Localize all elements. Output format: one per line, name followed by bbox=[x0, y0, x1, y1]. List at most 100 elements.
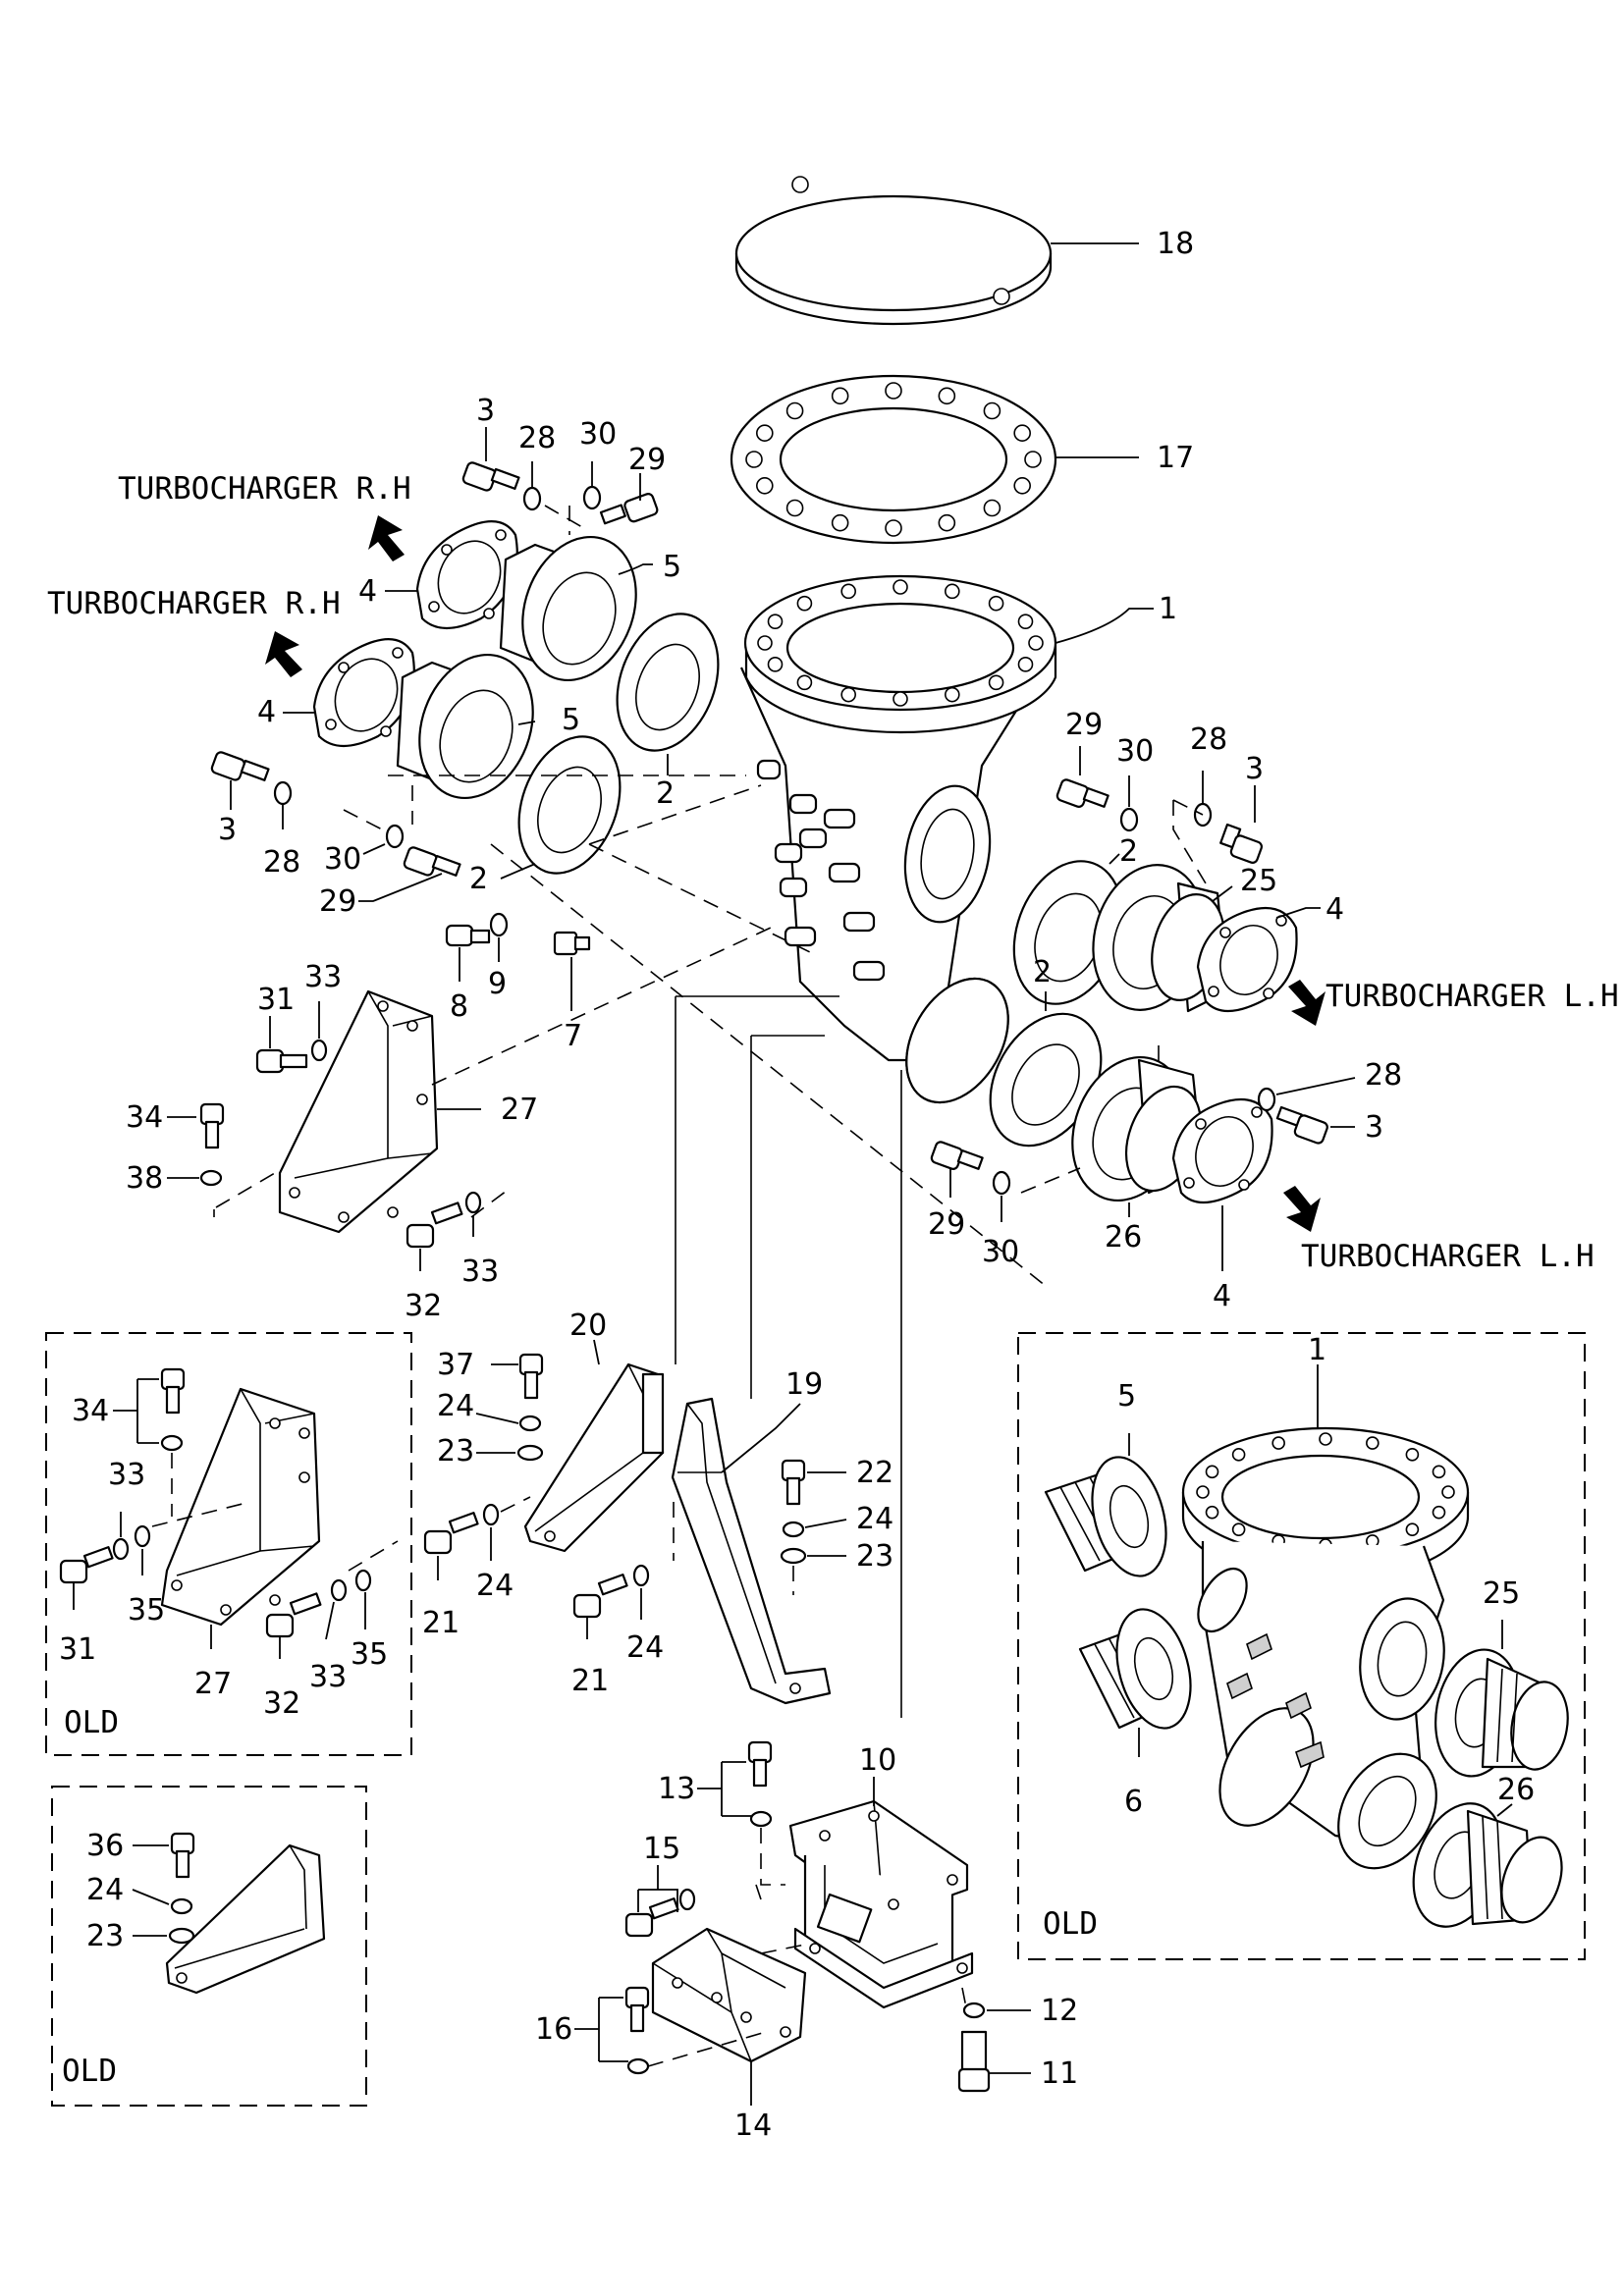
old-flange-bolt-hole bbox=[1231, 1448, 1246, 1462]
callout-33-b: 33 bbox=[461, 1255, 499, 1289]
old-flange-bolt-hole bbox=[1405, 1448, 1420, 1462]
flange-bolt-hole bbox=[945, 583, 960, 600]
bracket-19 bbox=[671, 1397, 832, 1705]
callout-2-a: 2 bbox=[656, 776, 675, 811]
gasket-bolt-hole bbox=[885, 382, 902, 400]
support-10 bbox=[788, 1799, 974, 2009]
washer-23-b bbox=[516, 1444, 544, 1462]
bolt-3-upper-lh bbox=[1219, 823, 1264, 864]
old-washer-35 bbox=[134, 1524, 151, 1548]
bolt-37 bbox=[518, 1353, 544, 1400]
bolt-32 bbox=[406, 1201, 463, 1249]
gasket-ring bbox=[730, 374, 1057, 545]
callout-34-b: 34 bbox=[72, 1394, 109, 1428]
washer-28-lower-lh bbox=[1257, 1087, 1276, 1112]
cover-plate bbox=[734, 176, 1053, 326]
flange-bolt-hole bbox=[1017, 614, 1034, 629]
bracket-20 bbox=[523, 1362, 665, 1553]
callout-11: 11 bbox=[1041, 2056, 1078, 2091]
washer-30-lower bbox=[385, 824, 405, 849]
callout-25-a: 25 bbox=[1240, 864, 1277, 898]
old-label-3: OLD bbox=[1043, 1906, 1098, 1942]
turbo-gasket-lower-lh bbox=[1171, 1097, 1273, 1203]
callout-28-b: 28 bbox=[263, 845, 300, 880]
flange-bolt-hole bbox=[767, 614, 784, 629]
callout-24-b: 24 bbox=[437, 1389, 474, 1423]
old-bolt-34 bbox=[160, 1367, 186, 1415]
bolt-3-lower-lh bbox=[1275, 1105, 1328, 1145]
flange-bolt-hole bbox=[893, 579, 908, 595]
callout-30-d: 30 bbox=[982, 1235, 1019, 1269]
gasket-bolt-hole bbox=[983, 499, 1001, 517]
bolt-3-upper bbox=[461, 461, 520, 492]
callout-21-a: 21 bbox=[422, 1606, 460, 1640]
gasket-bolt-hole bbox=[831, 513, 849, 532]
washer-30-upper-lh bbox=[1119, 807, 1139, 832]
bolt-16 bbox=[624, 1986, 650, 2033]
washer-33-b bbox=[464, 1191, 482, 1214]
turbo-gasket-upper-lh bbox=[1196, 906, 1298, 1012]
gasket-bolt-hole bbox=[938, 513, 956, 532]
bolt-21-a bbox=[423, 1512, 479, 1555]
callout-2-c: 2 bbox=[1119, 834, 1138, 869]
callout-33-a: 33 bbox=[304, 960, 342, 994]
flange-bolt-hole bbox=[988, 595, 1004, 612]
washer-24-e bbox=[782, 1521, 805, 1538]
callout-13: 13 bbox=[658, 1772, 695, 1806]
washer-24-d bbox=[632, 1564, 650, 1587]
turbo-lh-label-upper: TURBOCHARGER L.H bbox=[1325, 979, 1619, 1014]
callout-24-a: 24 bbox=[86, 1873, 124, 1907]
old-manifold-body bbox=[1181, 1426, 1470, 1870]
flange-bolt-hole bbox=[840, 583, 856, 600]
bolt-29-upper-lh bbox=[1055, 778, 1109, 808]
callout-32-a: 32 bbox=[405, 1289, 442, 1323]
callout-1: 1 bbox=[1159, 592, 1177, 626]
callout-14: 14 bbox=[734, 2109, 772, 2143]
flange-bolt-hole bbox=[767, 657, 784, 672]
adapter-lower-rh bbox=[396, 653, 534, 800]
washer-15 bbox=[678, 1888, 696, 1911]
callout-3-d: 3 bbox=[1365, 1110, 1383, 1145]
support-14 bbox=[651, 1927, 807, 2063]
old-adapter-26 bbox=[1412, 1802, 1563, 1928]
old-flange-bolt-hole bbox=[1271, 1436, 1285, 1450]
callout-30-a: 30 bbox=[579, 417, 617, 452]
callout-9: 9 bbox=[488, 967, 507, 1001]
flange-bolt-hole bbox=[1028, 635, 1044, 651]
adapter-upper-rh bbox=[499, 535, 637, 682]
callout-17: 17 bbox=[1157, 441, 1194, 475]
washer-30-lower-lh bbox=[992, 1170, 1011, 1196]
bolt-8 bbox=[445, 924, 491, 947]
callout-32-b: 32 bbox=[263, 1686, 300, 1721]
callout-2-b: 2 bbox=[469, 862, 488, 896]
old-washer-23 bbox=[168, 1927, 195, 1945]
callout-4-b: 4 bbox=[257, 695, 276, 729]
callout-21-b: 21 bbox=[571, 1664, 609, 1698]
callout-6: 6 bbox=[1124, 1785, 1143, 1819]
old-washer-24 bbox=[170, 1897, 193, 1915]
bolt-29-lower bbox=[403, 846, 461, 877]
turbo-lh-label-lower: TURBOCHARGER L.H bbox=[1301, 1239, 1595, 1274]
manifold-body bbox=[739, 574, 1057, 1104]
washer-24-b bbox=[518, 1415, 542, 1432]
turbo-rh-label-upper: TURBOCHARGER R.H bbox=[118, 471, 411, 507]
old-box-bracket-36 bbox=[51, 1786, 367, 2107]
callout-27-b: 27 bbox=[194, 1667, 232, 1701]
callout-3-a: 3 bbox=[476, 394, 495, 428]
flange-gasket-upper-rh bbox=[616, 613, 720, 752]
old-flange-bolt-hole bbox=[1205, 1465, 1219, 1479]
callout-27-a: 27 bbox=[501, 1093, 538, 1127]
callout-30-b: 30 bbox=[324, 842, 361, 877]
bolt-21-b bbox=[572, 1574, 628, 1619]
old-adapter-6 bbox=[1078, 1608, 1192, 1730]
callout-28-c: 28 bbox=[1190, 722, 1227, 757]
old-bracket-36 bbox=[165, 1843, 326, 1995]
bolt-15 bbox=[624, 1897, 679, 1938]
callout-16: 16 bbox=[535, 2012, 572, 2047]
callout-3-b: 3 bbox=[218, 813, 237, 847]
callout-29-b: 29 bbox=[319, 884, 356, 919]
turbo-gasket-upper-rh bbox=[415, 520, 518, 629]
old-bolt-31 bbox=[59, 1546, 114, 1584]
plug-7 bbox=[553, 931, 591, 956]
